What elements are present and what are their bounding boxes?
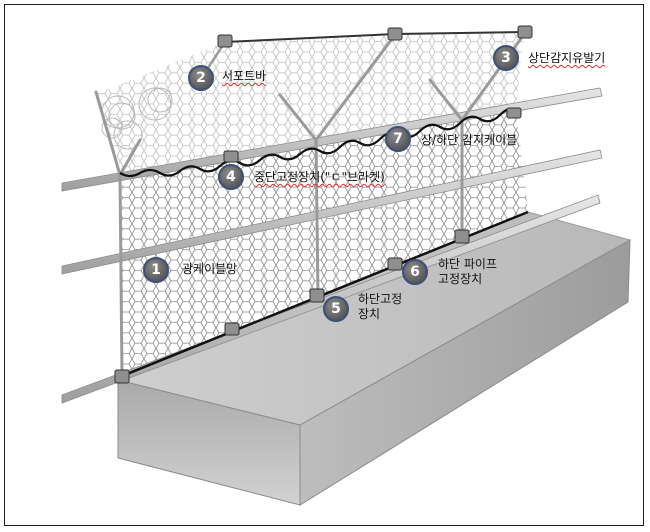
callout-label-4: 중단고정장치("ㄷ"브라켓) xyxy=(254,170,385,184)
callout-badge-5: 5 xyxy=(323,296,349,322)
callout-label-7: 상/하단 감지케이블 xyxy=(421,133,518,147)
callout-badge-7: 7 xyxy=(385,126,411,152)
callout-label-5: 하단고정 장치 xyxy=(358,292,403,321)
callout-label-2: 서포트바 xyxy=(222,69,267,83)
figure-frame xyxy=(4,4,644,526)
callout-label-6: 하단 파이프 고정장치 xyxy=(438,257,498,286)
callout-label-3: 상단감지유발기 xyxy=(528,51,606,65)
callout-badge-3: 3 xyxy=(493,45,519,71)
callout-badge-2: 2 xyxy=(188,65,214,91)
callout-badge-1: 1 xyxy=(143,257,169,283)
callout-badge-4: 4 xyxy=(218,164,244,190)
fence-posts xyxy=(94,31,527,378)
fixture-caps xyxy=(114,25,533,384)
callout-label-1: 광케이블망 xyxy=(182,262,238,276)
callout-badge-6: 6 xyxy=(402,259,428,285)
upper-sensing-cable xyxy=(119,108,516,178)
concrete-base xyxy=(116,211,632,506)
